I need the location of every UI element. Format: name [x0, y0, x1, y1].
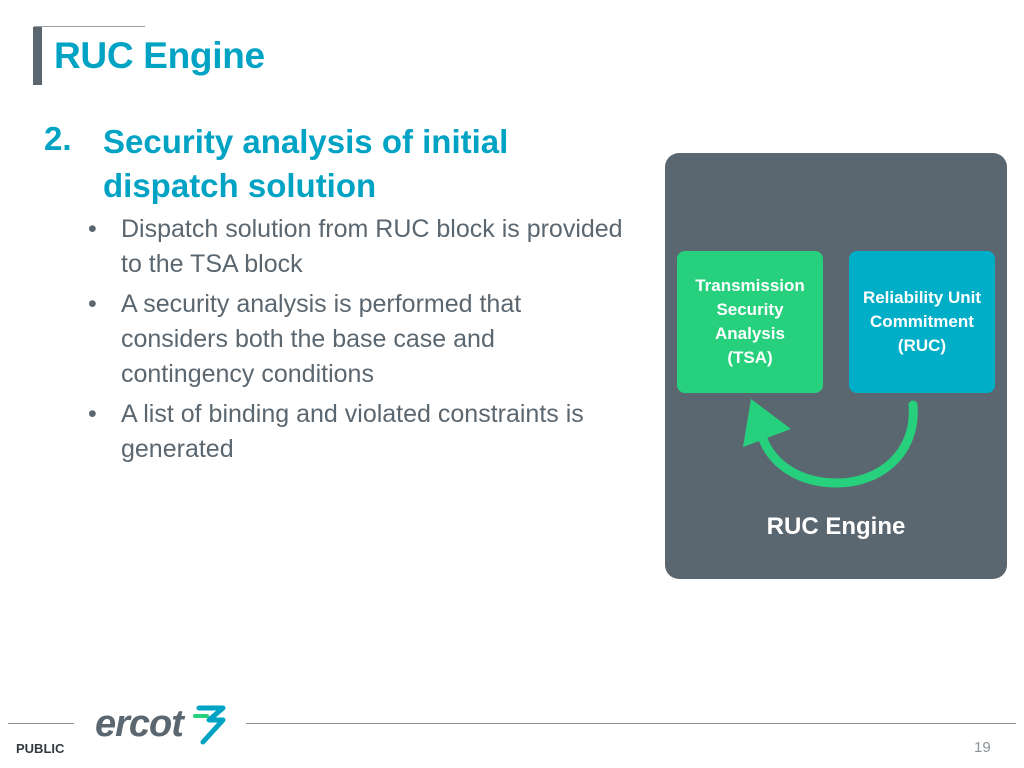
bullet-dot-icon: •	[88, 400, 97, 428]
ercot-logo: ercot	[95, 703, 184, 745]
engine-label: RUC Engine	[766, 513, 906, 540]
bullet-text: A list of binding and violated constrain…	[121, 400, 584, 463]
section-heading: Security analysis of initial dispatch so…	[103, 123, 509, 204]
bullet-dot-icon: •	[88, 215, 97, 243]
bullet-item: • A list of binding and violated constrai…	[88, 397, 633, 467]
tsa-label: Transmission Security Analysis (TSA)	[695, 276, 805, 367]
title-accent-bar	[33, 27, 42, 85]
classification-label: PUBLIC	[16, 741, 65, 756]
bullet-text: Dispatch solution from RUC block is prov…	[121, 215, 623, 278]
title-rule	[34, 26, 145, 27]
footer-rule-left	[8, 723, 74, 724]
section-number: 2.	[44, 120, 72, 157]
slide-title: RUC Engine	[54, 35, 265, 76]
ruc-block: Reliability Unit Commitment (RUC)	[849, 251, 995, 393]
bullet-dot-icon: •	[88, 290, 97, 318]
cycle-arrow-icon	[743, 399, 918, 488]
bullet-list: • Dispatch solution from RUC block is pro…	[88, 212, 633, 472]
bullet-item: • Dispatch solution from RUC block is pro…	[88, 212, 633, 282]
ercot-logo-mark-icon	[193, 705, 226, 745]
tsa-block: Transmission Security Analysis (TSA)	[677, 251, 823, 393]
bullet-item: • A security analysis is performed that c…	[88, 287, 633, 392]
ruc-label: Reliability Unit Commitment (RUC)	[862, 288, 982, 355]
footer-rule-right	[246, 723, 1016, 724]
bullet-text: A security analysis is performed that co…	[121, 290, 522, 388]
ruc-engine-diagram: Transmission Security Analysis (TSA) Rel…	[665, 153, 1007, 579]
page-number: 19	[974, 739, 991, 756]
